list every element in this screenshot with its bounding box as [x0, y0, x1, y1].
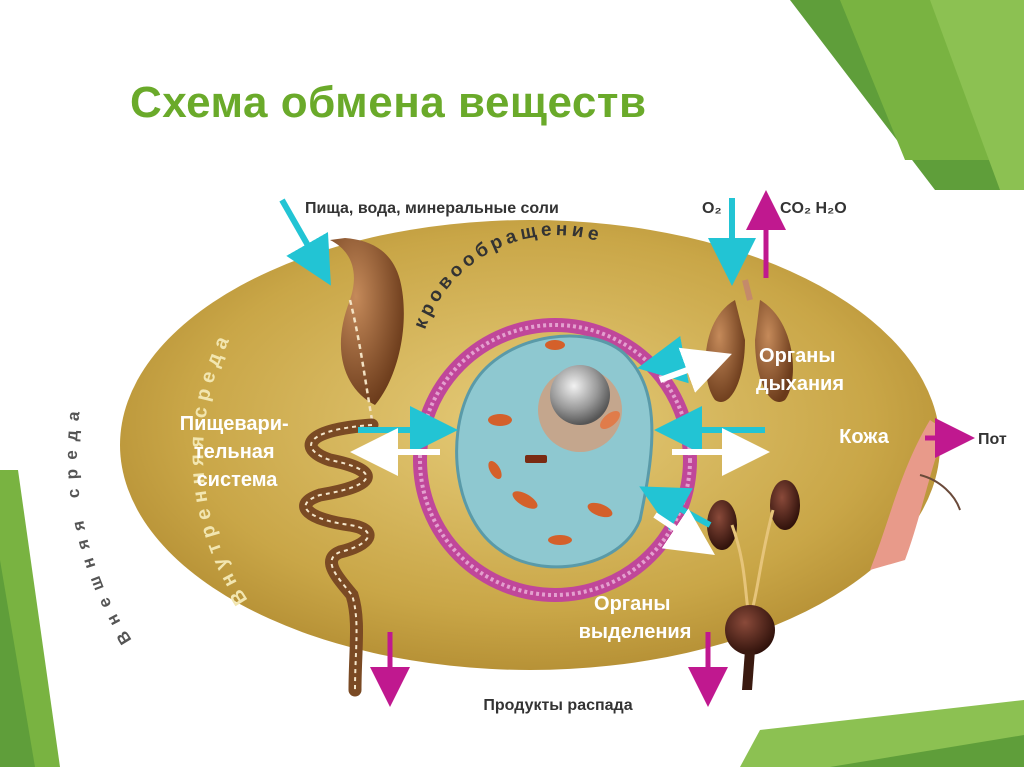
- slide-title: Схема обмена веществ: [130, 78, 647, 127]
- skin-label: Кожа: [839, 426, 890, 448]
- digestive-system-label: Пищевари- тельная система: [180, 413, 295, 491]
- outflow-arrows: [350, 347, 770, 555]
- co2-h2o-label: CO₂ H₂O: [780, 200, 847, 217]
- food-input-arrow: [279, 198, 331, 286]
- digestive-system-illustration: [299, 238, 404, 697]
- excretory-organs-label: Органы выделения: [579, 593, 692, 643]
- o2-label: O₂: [702, 200, 722, 217]
- cell-illustration: [455, 334, 654, 569]
- excretion-arrows: [370, 190, 975, 707]
- skin-illustration: [870, 420, 945, 570]
- respiratory-organs-label: Органы дыхания: [756, 345, 844, 395]
- decay-products-label: Продукты распада: [483, 697, 632, 714]
- sweat-label: Пот: [978, 431, 1007, 448]
- food-input-label: Пища, вода, минеральные соли: [305, 200, 559, 217]
